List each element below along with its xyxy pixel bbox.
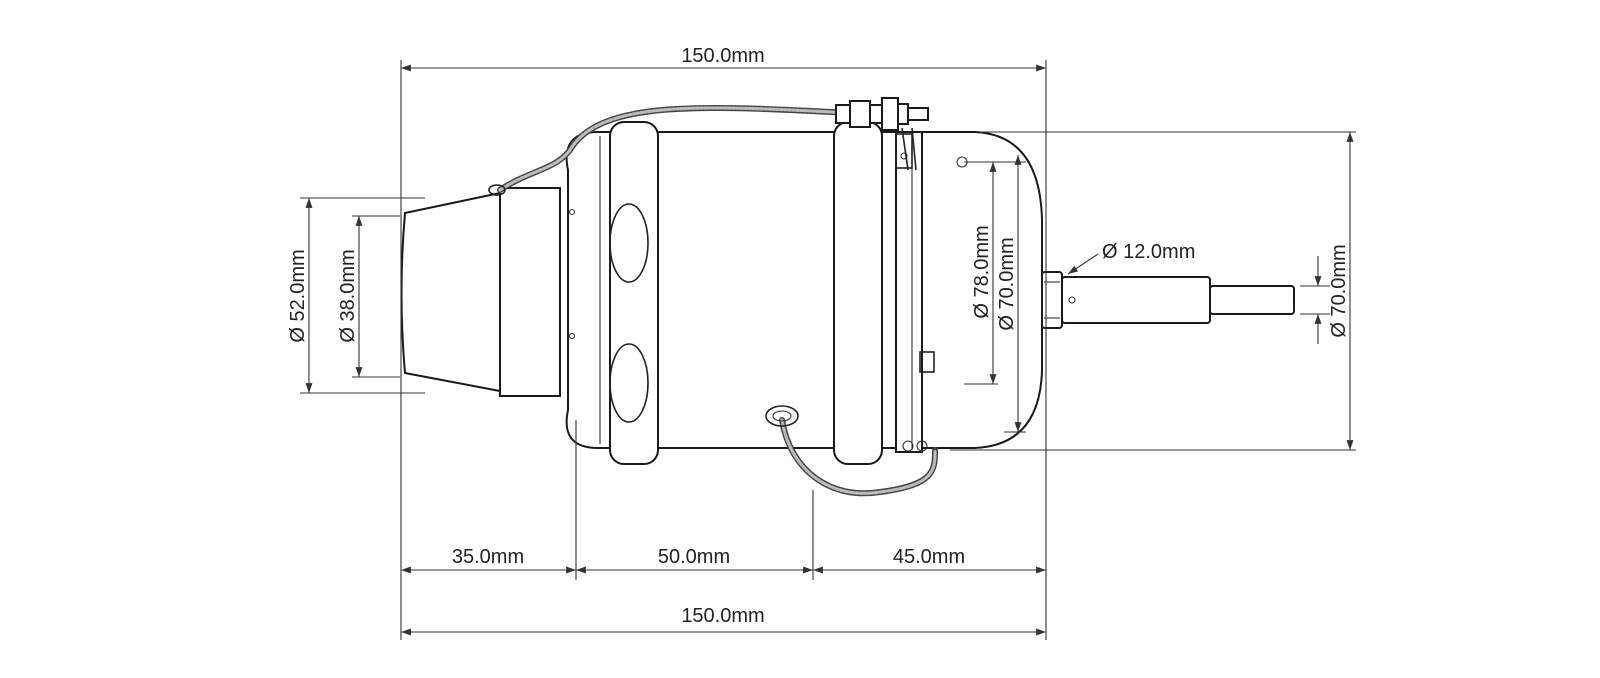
- window-lower: [609, 343, 649, 423]
- segment-1-label: 35.0mm: [452, 546, 524, 568]
- shaft-thick: [1061, 276, 1211, 324]
- overall-length-top: 150.0mm: [681, 45, 764, 67]
- window-upper: [609, 203, 649, 283]
- dimension-lines: [300, 60, 1356, 640]
- overall-height-label: Ø 70.0mm: [1328, 244, 1350, 337]
- shaft-diameter-label: Ø 12.0mm: [1102, 241, 1195, 263]
- shaft-thin: [1209, 285, 1295, 315]
- fuel-fitting: [835, 97, 929, 171]
- front-inner-label: Ø 70.0mm: [996, 237, 1018, 330]
- overall-length-bottom: 150.0mm: [681, 605, 764, 627]
- front-band: [833, 121, 883, 465]
- dimension-labels: 150.0mm 35.0mm 50.0mm 45.0mm 150.0mm Ø 5…: [287, 45, 1350, 627]
- exhaust-nozzle: [400, 191, 501, 393]
- segment-2-label: 50.0mm: [658, 546, 730, 568]
- shaft-nut: [1041, 271, 1063, 329]
- segment-3-label: 45.0mm: [893, 546, 965, 568]
- engine-outline: [400, 121, 1295, 465]
- front-dome: [921, 131, 1043, 449]
- flange-ring: [895, 131, 923, 453]
- fuel-line-top: [488, 104, 853, 196]
- nozzle-inner-label: Ø 38.0mm: [337, 249, 359, 342]
- wire-bottom: [765, 405, 938, 497]
- nozzle-outer-label: Ø 52.0mm: [287, 249, 309, 342]
- front-outer-label: Ø 78.0mm: [971, 225, 993, 318]
- nozzle-base: [499, 187, 561, 397]
